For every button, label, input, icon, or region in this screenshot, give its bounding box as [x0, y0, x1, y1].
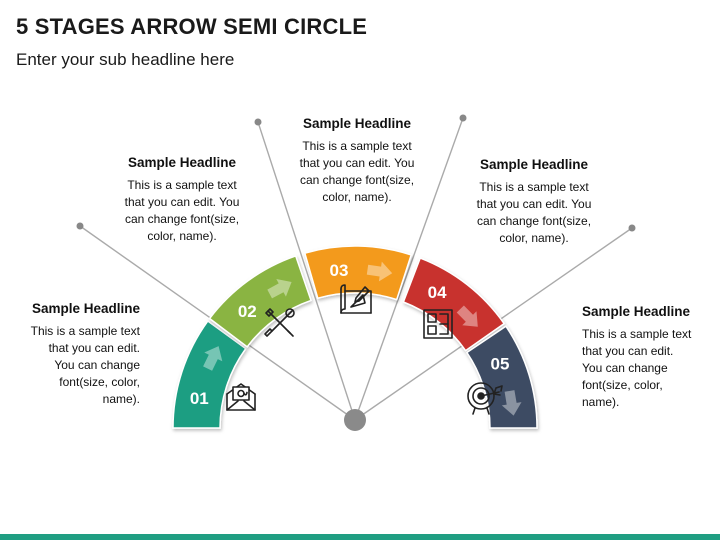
- stage-5-number: 05: [491, 355, 510, 374]
- stage-4-headline: Sample Headline: [479, 157, 589, 172]
- stage-2-body-line-4: color, name).: [147, 229, 217, 243]
- stage-4-arrow-icon: [456, 305, 478, 327]
- stage-3-body-line-2: that you can edit. You: [299, 156, 415, 170]
- stage-5-text: Sample Headline This is a sample text th…: [582, 303, 712, 411]
- stage-4-segment: 04: [402, 257, 506, 352]
- stage-5-arc: [465, 325, 538, 429]
- stage-1-body-line-3: You can change: [54, 358, 140, 372]
- stage-1-text: Sample Headline This is a sample text th…: [22, 300, 140, 408]
- stage-3-body-line-3: can change font(size,: [299, 173, 415, 187]
- stage-3-number: 03: [330, 261, 349, 280]
- stage-1-headline: Sample Headline: [31, 301, 140, 316]
- center-hub: [344, 409, 366, 431]
- stage-2-arc: [208, 254, 312, 348]
- stage-4-body-line-4: color, name).: [499, 231, 569, 245]
- stage-5-body-line-4: font(size, color,: [582, 378, 663, 392]
- stage-3-text: Sample Headline This is a sample text th…: [286, 115, 428, 206]
- page-subtitle: Enter your sub headline here: [16, 50, 235, 69]
- connector-line-2: [257, 121, 356, 421]
- stage-4-body-line-3: can change font(size,: [476, 214, 592, 228]
- stage-3-segment: 03: [303, 245, 413, 301]
- stage-2-segment: 02: [208, 254, 312, 348]
- stage-2-number: 02: [238, 302, 257, 321]
- endpoint-dot-4: [628, 224, 636, 232]
- stage-2-text: Sample Headline This is a sample text th…: [112, 154, 252, 245]
- tools-icon: [264, 308, 295, 337]
- stage-1-body-line-1: This is a sample text: [30, 324, 140, 338]
- endpoint-dot-2: [254, 118, 262, 126]
- stage-5-body-line-3: You can change: [582, 361, 668, 375]
- stage-2-body-line-2: that you can edit. You: [124, 195, 240, 209]
- stage-3-body-line-4: color, name).: [322, 190, 392, 204]
- connector-endpoints: [76, 114, 636, 232]
- stage-1-body-line-2: that you can edit.: [48, 341, 140, 355]
- stage-5-headline: Sample Headline: [582, 304, 691, 319]
- stage-1-body-line-5: name).: [102, 392, 140, 406]
- stage-4-body-line-2: that you can edit. You: [476, 197, 592, 211]
- email-icon: [226, 383, 256, 411]
- stage-3-body-line-1: This is a sample text: [302, 139, 412, 153]
- arc-segments: 01 02 03 04 05: [172, 245, 538, 429]
- stage-5-body-line-2: that you can edit.: [582, 344, 674, 358]
- stage-2-body-line-1: This is a sample text: [127, 178, 237, 192]
- stage-1-arrow-icon: [203, 346, 223, 371]
- stage-4-body-line-1: This is a sample text: [479, 180, 589, 194]
- stage-1-segment: 01: [172, 319, 247, 429]
- footer-bar: [0, 534, 720, 540]
- stage-4-text: Sample Headline This is a sample text th…: [463, 156, 605, 247]
- stage-4-arc: [402, 257, 506, 352]
- page-title: 5 STAGES ARROW SEMI CIRCLE: [16, 14, 368, 39]
- stage-5-body-line-1: This is a sample text: [582, 327, 692, 341]
- stage-1-body-line-4: font(size, color,: [59, 375, 140, 389]
- endpoint-dot-1: [76, 222, 84, 230]
- stage-2-arrow-icon: [267, 279, 292, 299]
- stage-2-headline: Sample Headline: [127, 155, 237, 170]
- stage-1-arc: [172, 319, 247, 429]
- stage-5-arrow-icon: [501, 390, 522, 416]
- stage-4-number: 04: [428, 283, 447, 302]
- endpoint-dot-3: [459, 114, 467, 122]
- stage-5-body-line-5: name).: [582, 395, 620, 409]
- connector-line-3: [354, 117, 464, 421]
- stage-1-number: 01: [190, 389, 209, 408]
- stage-3-headline: Sample Headline: [302, 116, 412, 131]
- layout-icon: [423, 309, 453, 339]
- stage-2-body-line-3: can change font(size,: [124, 212, 240, 226]
- stage-3-arrow-icon: [366, 261, 393, 282]
- stage-3-arc: [303, 245, 413, 301]
- blueprint-icon: [340, 284, 372, 314]
- stage-5-segment: 05: [465, 325, 538, 429]
- target-icon: [467, 382, 503, 415]
